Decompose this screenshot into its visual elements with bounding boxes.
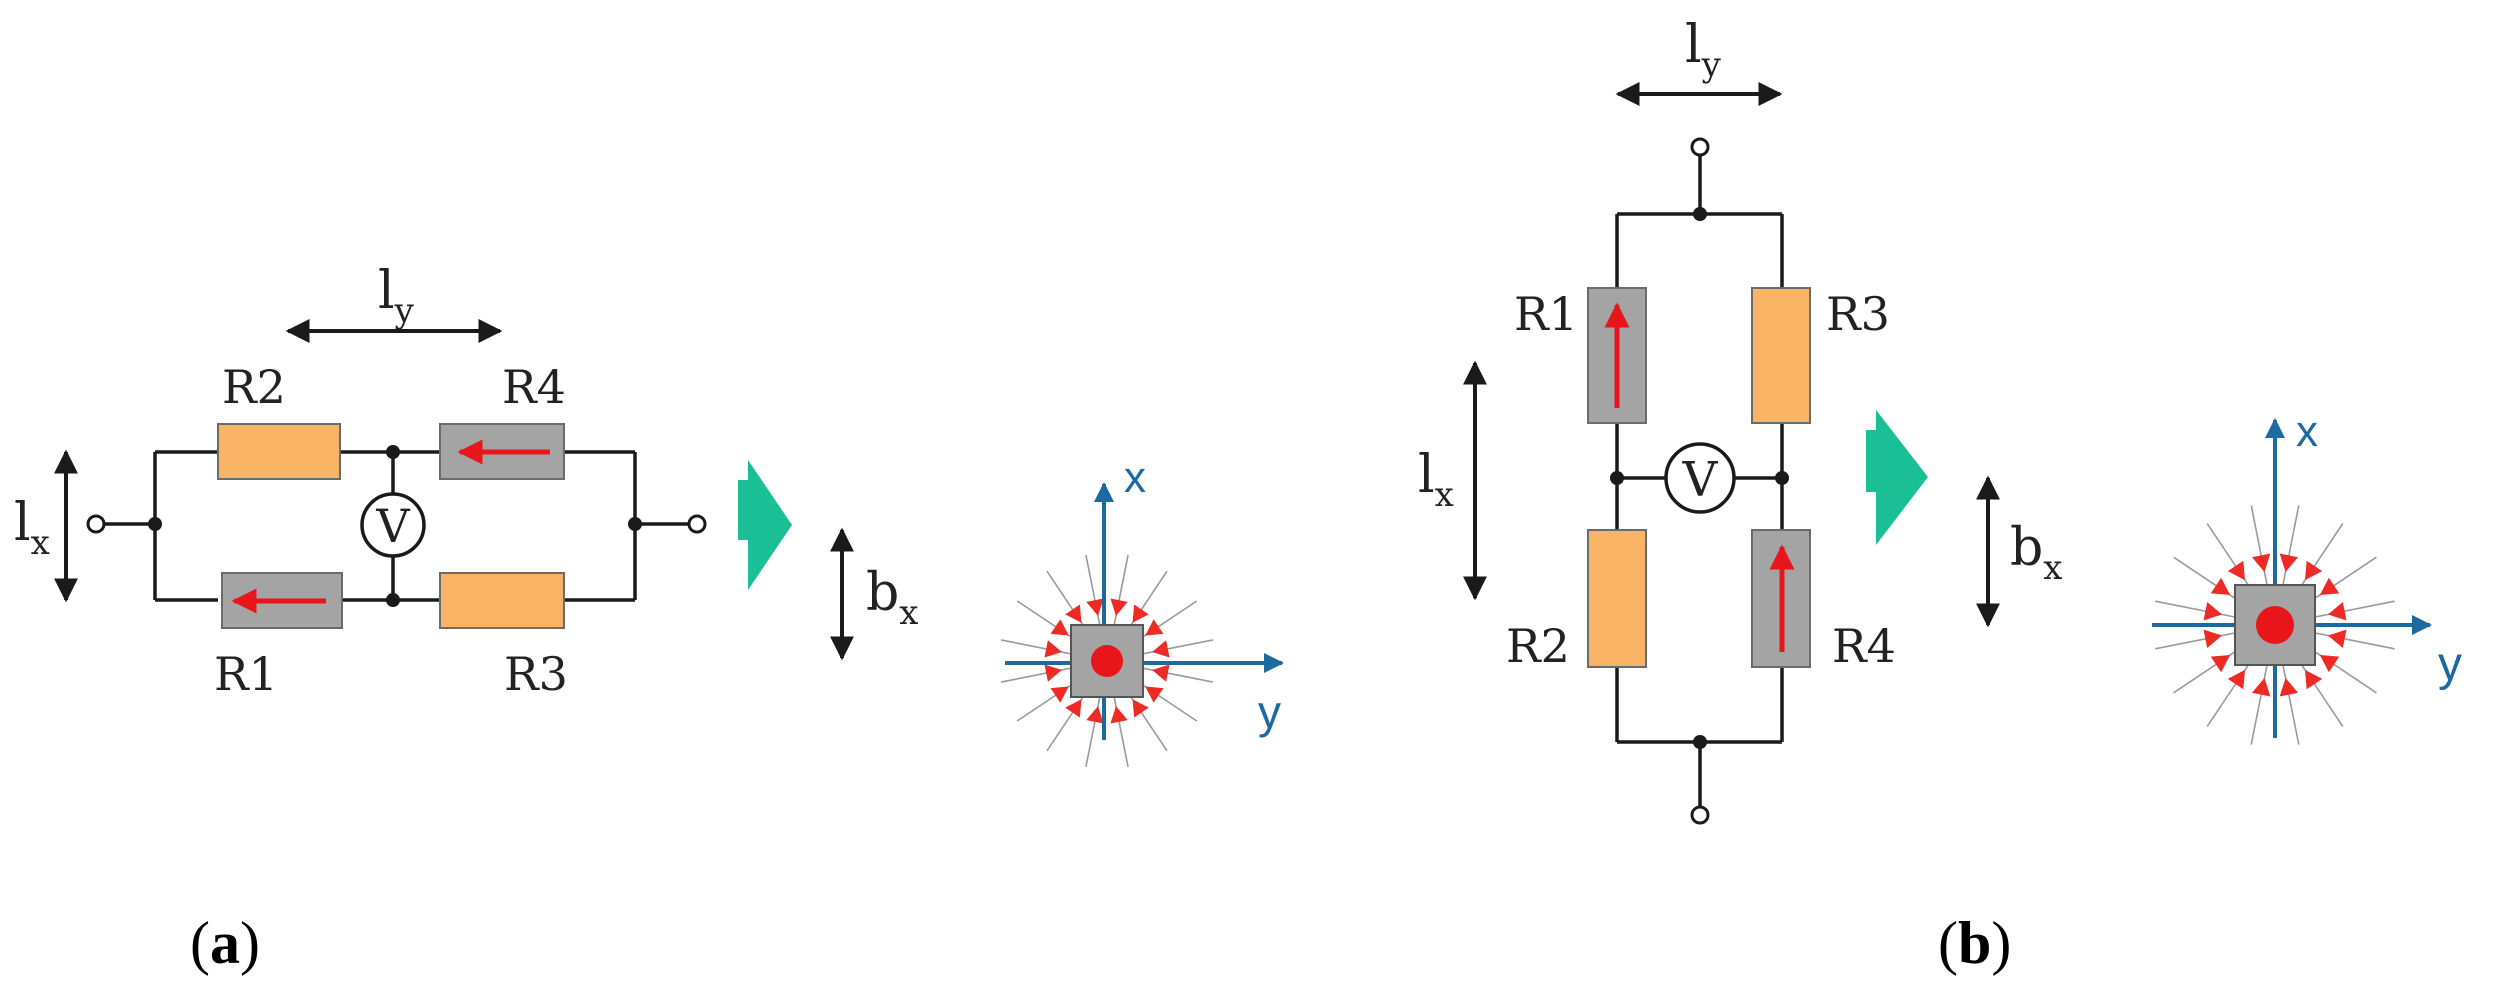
voltmeter-b — [1664, 442, 1736, 514]
label-r2: R2 — [222, 360, 286, 414]
label-r1: R1 — [214, 647, 278, 701]
terminal-top-b — [1690, 137, 1710, 157]
stress-b-arrowhead — [2319, 655, 2340, 673]
stress-a-arrowhead — [1145, 619, 1164, 636]
junction-dots — [148, 445, 642, 607]
stress-b-arrowhead — [2210, 577, 2231, 595]
stress-a-arrowhead — [1065, 604, 1082, 623]
stress-a-ray — [1111, 688, 1129, 768]
stress-b-arrowhead — [2305, 669, 2323, 690]
stress-b-arrowhead — [2203, 601, 2223, 621]
stress-b-ray — [2250, 505, 2270, 596]
bx-label: bx — [866, 563, 918, 633]
resistor-r3 — [439, 572, 565, 629]
stress-a-arrowhead — [1110, 598, 1128, 616]
label-r4-b: R4 — [1832, 619, 1896, 673]
stress-a-ray — [1085, 688, 1103, 768]
lx-label: lx — [14, 493, 50, 563]
voltmeter — [360, 492, 426, 558]
ly-label: ly — [378, 261, 415, 331]
stress-a-ray — [1134, 665, 1214, 683]
label-r4: R4 — [502, 360, 566, 414]
resistor-r2 — [217, 423, 341, 480]
stress-a-arrowhead — [1086, 598, 1104, 616]
stress-a-arrowhead — [1050, 619, 1069, 636]
stress-a-ray — [1000, 639, 1080, 657]
label-r3-b: R3 — [1826, 287, 1890, 341]
stress-a-arrowhead — [1132, 699, 1149, 718]
stress-b-arrowhead — [2251, 553, 2271, 573]
stress-b-ray — [2280, 505, 2300, 596]
voltmeter-label: V — [375, 499, 410, 553]
stress-b-arrowhead — [2210, 655, 2231, 673]
center-dot-a — [1091, 645, 1123, 677]
terminal-bottom-b — [1690, 805, 1710, 825]
stress-b-arrowhead — [2251, 677, 2271, 697]
stress-a-arrowhead — [1145, 686, 1164, 703]
stress-element-b: x y — [2152, 407, 2462, 745]
bx-label-b: bx — [2010, 518, 2062, 588]
axis-label-y-b: y — [2438, 638, 2462, 691]
stress-a-arrowhead — [1086, 706, 1104, 724]
stress-b-arrowhead — [2203, 629, 2223, 649]
stress-a-arrowhead — [1132, 604, 1149, 623]
stress-a-ray — [1000, 665, 1080, 683]
caption-a: (a) — [190, 910, 260, 976]
stress-b-ray — [2155, 630, 2246, 650]
stress-a-arrowhead — [1050, 686, 1069, 703]
stress-b-ray — [2155, 600, 2246, 620]
stress-b-arrowhead — [2227, 560, 2245, 581]
stress-b-arrowhead — [2319, 577, 2340, 595]
terminal-right — [687, 514, 707, 534]
junction-dots-b — [1610, 207, 1789, 749]
stress-b-ray — [2280, 654, 2300, 745]
stress-b-ray — [2250, 654, 2270, 745]
label-r3: R3 — [504, 647, 568, 701]
stress-b-ray — [2304, 600, 2395, 620]
axis-label-x-b: x — [2296, 407, 2318, 456]
label-r2-b: R2 — [1506, 619, 1570, 673]
lx-label-b: lx — [1418, 445, 1454, 515]
stress-a-ray — [1134, 639, 1214, 657]
stress-b-arrowhead — [2305, 560, 2323, 581]
flow-arrow-b — [1866, 410, 1928, 545]
stress-b-arrowhead — [2279, 677, 2299, 697]
stress-a-arrowhead — [1065, 699, 1082, 718]
label-r1-b: R1 — [1514, 287, 1578, 341]
stress-a-arrowhead — [1044, 664, 1062, 682]
panel-a: ly lx — [14, 261, 1284, 976]
stress-a-arrowhead — [1152, 640, 1170, 658]
stress-b-arrowhead — [2327, 601, 2347, 621]
terminal-left — [86, 514, 106, 534]
panel-b: ly lx — [1418, 15, 2462, 976]
stress-a-ray — [1111, 554, 1129, 634]
voltmeter-label-b: V — [1682, 452, 1719, 508]
stress-element-a: x y — [1000, 453, 1284, 768]
stress-b-arrowhead — [2227, 669, 2245, 690]
axis-label-y-a: y — [1258, 686, 1281, 738]
ly-label-b: ly — [1685, 15, 1722, 85]
stress-b-ray — [2304, 630, 2395, 650]
stress-b-arrowhead — [2279, 553, 2299, 573]
flow-arrow-a — [738, 460, 792, 590]
axis-label-x-a: x — [1124, 453, 1146, 502]
stress-a-ray — [1085, 554, 1103, 634]
stress-a-arrowhead — [1152, 664, 1170, 682]
caption-b: (b) — [1938, 910, 2011, 976]
stress-a-arrowhead — [1110, 706, 1128, 724]
center-dot-b — [2256, 606, 2294, 644]
resistor-r3-b — [1751, 287, 1811, 424]
resistor-r2-b — [1587, 529, 1647, 668]
stress-b-arrowhead — [2327, 629, 2347, 649]
stress-a-arrowhead — [1044, 640, 1062, 658]
